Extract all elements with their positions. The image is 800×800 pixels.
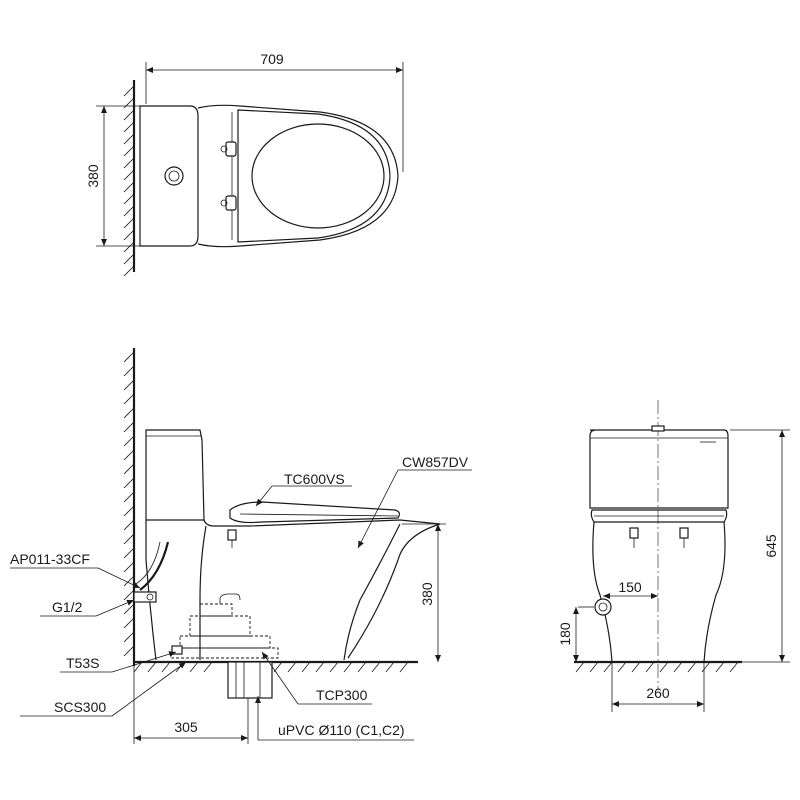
dim-front-height: 645 <box>763 534 779 558</box>
side-wall-hatch <box>123 351 135 657</box>
callout-tc600vs: TC600VS <box>284 471 345 487</box>
dim-top-depth: 380 <box>85 164 101 188</box>
top-view: 709 380 <box>85 51 404 277</box>
side-view: TC600VS CW857DV AP011-33CF G1/2 T53S SCS… <box>10 348 472 744</box>
callout-t53s: T53S <box>66 655 99 671</box>
callout-scs300: SCS300 <box>54 699 106 715</box>
dim-front-offset: 150 <box>618 579 642 595</box>
dim-top-width: 709 <box>260 51 284 67</box>
dim-side-wall-distance: 305 <box>174 719 198 735</box>
callout-tcp300: TCP300 <box>316 687 368 703</box>
dim-side-height: 380 <box>419 582 435 606</box>
callout-cw857dv: CW857DV <box>402 454 469 470</box>
callout-upvc: uPVC Ø110 (C1,C2) <box>278 722 405 738</box>
top-wall-hatch <box>123 85 135 277</box>
front-floor-hatch <box>575 661 739 673</box>
callout-g12: G1/2 <box>52 599 83 615</box>
dim-front-base-width: 260 <box>646 685 670 701</box>
front-view: 645 150 180 260 <box>557 400 790 712</box>
callout-ap011-33cf: AP011-33CF <box>10 551 90 567</box>
dim-front-inlet-height: 180 <box>557 622 573 646</box>
side-floor-hatch <box>133 661 409 673</box>
